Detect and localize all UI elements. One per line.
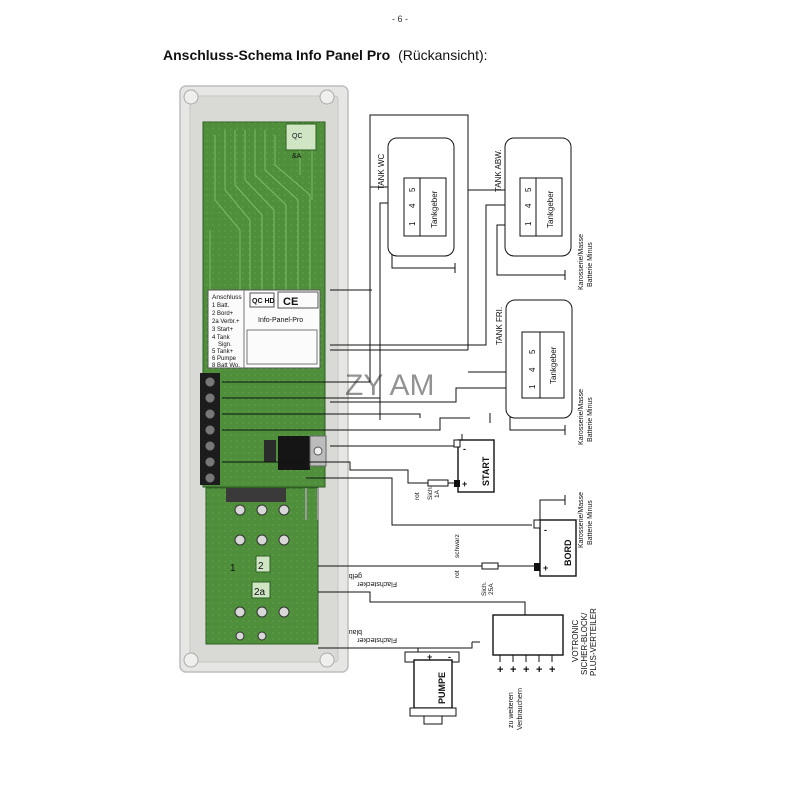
tank-abw-sender: Tankgeber (546, 190, 555, 228)
sticker-pin-4-sign: Sign. (218, 342, 232, 348)
pump-plus: + (427, 652, 432, 662)
sticker-pin-1: 1 Batt. (212, 303, 230, 309)
terminal-label-1: 1 (230, 563, 236, 574)
tank-abw-pin-1: 1 (524, 221, 533, 226)
title-text: Anschluss-Schema Info Panel Pro (163, 47, 391, 63)
ground-label-2-line1: Karosserie/Masse (578, 389, 585, 445)
bord-fuse-line1: Sich. (481, 581, 488, 596)
sticker-pin-4: 4 Tank (212, 335, 231, 341)
tank-fri-pin-5: 5 (528, 349, 537, 354)
sticker-pin-2a: 2a Verbr.+ (212, 319, 240, 325)
start-battery-plus: + (462, 479, 467, 489)
start-battery: START + - rot Sich. 1A (414, 439, 495, 500)
svg-text:QC: QC (292, 133, 303, 140)
bord-battery-label: BORD (563, 539, 573, 566)
start-battery-minus: - (463, 444, 466, 454)
distributor: + + + + + zu weiteren Verbrauchern VOTRO… (492, 608, 598, 730)
ground-label-2-line2: Batterie Minus (587, 397, 594, 442)
page-title: Anschluss-Schema Info Panel Pro (Rückans… (163, 47, 488, 63)
ground-label-1-line2: Batterie Minus (587, 242, 594, 287)
tank-wc-sender: Tankgeber (430, 190, 439, 228)
ground-label-1: Karosserie/Masse Batterie Minus (578, 234, 594, 290)
sticker-pin-2: 2 Bord+ (212, 311, 234, 317)
bord-battery: BORD + - rot schwarz Sich. 25A (454, 519, 577, 596)
title-subtitle: (Rückansicht): (398, 47, 488, 63)
flat-connector-blue: Flachstecker blau (349, 628, 397, 643)
flat-connector-yellow: Flachstecker gelb (349, 572, 397, 587)
sticker-pin-6: 6 Pumpe (212, 356, 237, 362)
ground-label-2: Karosserie/Masse Batterie Minus (578, 389, 594, 445)
tank-wc-pin-1: 1 (408, 221, 417, 226)
start-fuse-line2: 1A (434, 489, 441, 498)
ground-label-3: Karosserie/Masse Batterie Minus (578, 492, 594, 548)
watermark-text: ZY AM (345, 369, 434, 402)
panel-sticker: Anschluss 1 Batt. 2 Bord+ 2a Verbr.+ 3 S… (207, 289, 321, 369)
start-fuse-line1: Sich. (427, 485, 434, 500)
start-wire-color: rot (414, 492, 421, 500)
tank-fri-pin-4: 4 (528, 367, 537, 372)
distributor-plus-2: + (510, 664, 516, 676)
terminal-label-2a: 2a (254, 587, 266, 598)
start-battery-label: START (481, 456, 491, 486)
terminal-label-2: 2 (258, 561, 264, 572)
distributor-plus-3: + (523, 664, 529, 676)
page-number: - 6 - (391, 14, 408, 24)
sticker-pin-8: 8 Batt Wo. (212, 363, 240, 369)
distributor-plus-1: + (497, 664, 503, 676)
ground-label-3-line1: Karosserie/Masse (578, 492, 585, 548)
tank-fri-pin-1: 1 (528, 384, 537, 389)
distributor-line2: SICHER-BLOCK/ (580, 612, 589, 675)
tank-fri: TANK FRI. Tankgeber 1 4 5 (495, 299, 573, 419)
consumers-line1: zu weiteren (508, 692, 515, 728)
bord-wire-red: rot (454, 570, 461, 578)
consumers-line2: Verbrauchern (517, 688, 524, 730)
pump-label: PUMPE (437, 672, 447, 704)
tank-wc-name: TANK WC (377, 153, 386, 190)
flat-connector-yellow-line1: Flachstecker (357, 580, 397, 587)
pump: PUMPE + - (404, 651, 460, 725)
tank-wc-pin-5: 5 (408, 187, 417, 192)
bord-fuse-line2: 25A (488, 583, 495, 595)
wiring-lines (222, 114, 565, 662)
pcb-lower: 1 2 2a (205, 487, 319, 645)
ground-label-1-line1: Karosserie/Masse (578, 234, 585, 290)
product-label: Info-Panel-Pro (258, 317, 303, 324)
bord-wire-black: schwarz (454, 534, 461, 558)
sticker-pin-3: 3 Start+ (212, 327, 234, 333)
screw-terminal-block (200, 373, 220, 485)
distributor-plus-4: + (536, 664, 542, 676)
tank-fri-sender: Tankgeber (549, 346, 558, 384)
flat-connector-blue-line1: Flachstecker (357, 636, 397, 643)
tank-wc-pin-4: 4 (408, 203, 417, 208)
ground-stubs (454, 263, 566, 643)
panel-connector (264, 435, 327, 470)
sticker-pin-5: 5 Tank+ (212, 349, 234, 355)
flat-connector-yellow-line2: gelb (349, 572, 362, 579)
tank-abw-pin-5: 5 (524, 187, 533, 192)
pump-minus: - (448, 652, 451, 662)
flat-connector-blue-line2: blau (349, 628, 362, 635)
bord-battery-minus: - (544, 525, 547, 535)
tank-fri-name: TANK FRI. (495, 307, 504, 345)
tank-abw-name: TANK ABW. (494, 149, 503, 192)
sticker-title: Anschluss (212, 294, 242, 301)
bord-battery-plus: + (543, 563, 548, 573)
distributor-line3: PLUS-VERTEILER (589, 608, 598, 676)
tank-abw: TANK ABW. Tankgeber 1 4 5 (494, 137, 572, 257)
distributor-line1: VOTRONIC (571, 620, 580, 662)
tank-abw-pin-4: 4 (524, 203, 533, 208)
tank-wc: TANK WC Tankgeber 1 4 5 (377, 137, 455, 257)
ground-label-3-line2: Batterie Minus (587, 500, 594, 545)
qc-mark: QC HD (252, 298, 275, 305)
ce-mark: CE (283, 296, 298, 308)
distributor-plus-5: + (549, 664, 555, 676)
svg-text:&A: &A (292, 153, 302, 160)
